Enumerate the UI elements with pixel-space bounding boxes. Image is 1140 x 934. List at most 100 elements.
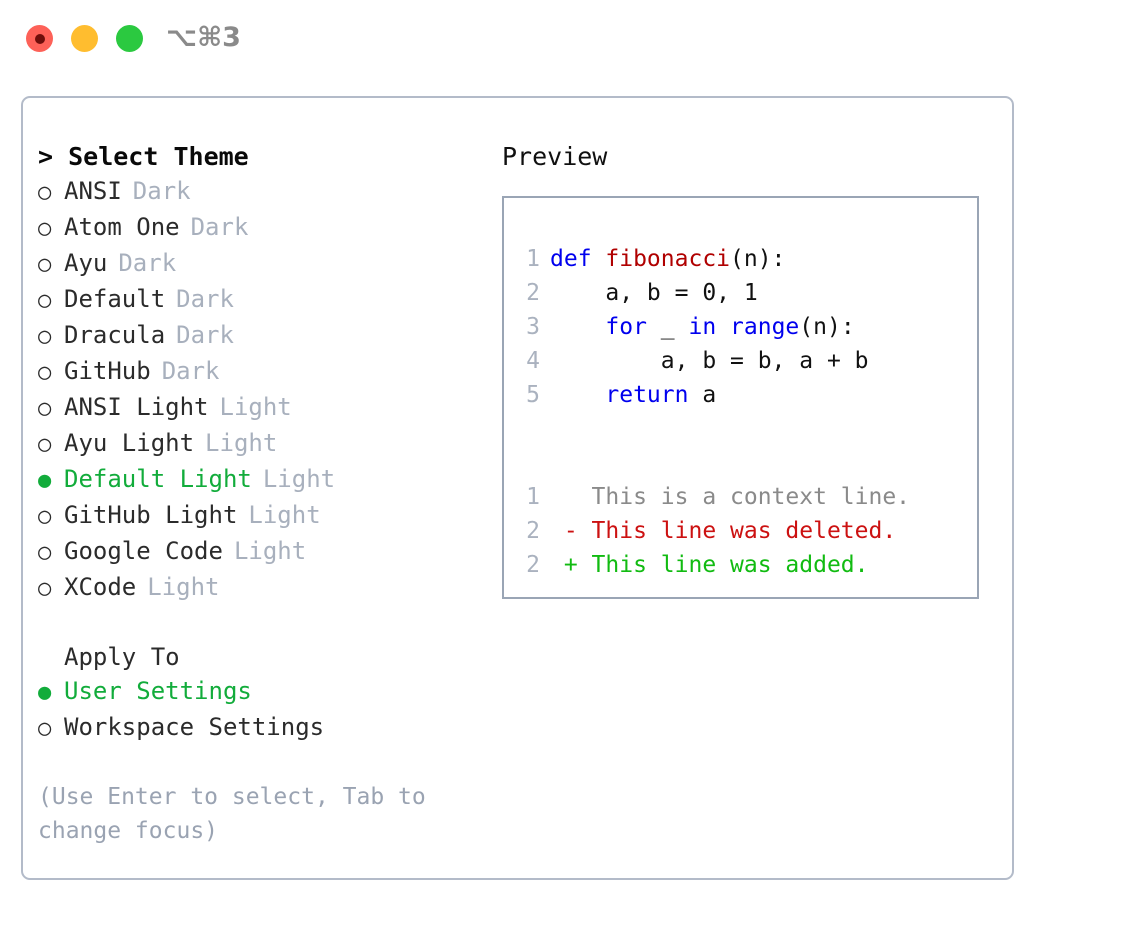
theme-variant-tag: Dark xyxy=(132,177,191,205)
apply-to-option[interactable]: ○ Workspace Settings xyxy=(38,710,488,746)
code-line-text: This is a context line. xyxy=(550,480,911,514)
theme-name-label: Default Light xyxy=(64,465,252,493)
code-line: 5 return a xyxy=(504,378,977,412)
theme-variant-tag: Light xyxy=(262,465,336,493)
line-number: 1 xyxy=(526,246,540,272)
code-token: return xyxy=(605,382,689,408)
radio-unselected-icon[interactable]: ○ xyxy=(38,252,52,277)
theme-list-item[interactable]: ○ Google Code Light xyxy=(38,534,488,570)
theme-name-label: Atom One xyxy=(64,213,180,241)
line-number: 2 xyxy=(526,518,540,544)
apply-to-option[interactable]: ● User Settings xyxy=(38,674,488,710)
diff-line: 2 - This line was deleted. xyxy=(504,514,977,548)
theme-list-item[interactable]: ○ ANSI Light Light xyxy=(38,390,488,426)
theme-variant-tag: Dark xyxy=(161,357,220,385)
code-line-text: + This line was added. xyxy=(550,548,869,582)
radio-unselected-icon[interactable]: ○ xyxy=(38,504,52,529)
code-token xyxy=(550,382,605,408)
line-number: 2 xyxy=(526,280,540,306)
apply-to-label: Workspace Settings xyxy=(64,713,325,741)
theme-list-item[interactable]: ○ GitHub Light Light xyxy=(38,498,488,534)
theme-variant-tag: Light xyxy=(233,537,307,565)
line-number: 1 xyxy=(526,484,540,510)
theme-name-label: GitHub Light xyxy=(64,501,238,529)
theme-list-item[interactable]: ○ ANSI Dark xyxy=(38,174,488,210)
theme-list-item[interactable]: ○ GitHub Dark xyxy=(38,354,488,390)
maximize-button-icon[interactable] xyxy=(116,25,143,52)
code-line: 2 a, b = 0, 1 xyxy=(504,276,977,310)
theme-list-item[interactable]: ○ XCode Light xyxy=(38,570,488,606)
code-line-text: return a xyxy=(550,378,716,412)
radio-selected-icon[interactable]: ● xyxy=(38,468,52,493)
radio-unselected-icon[interactable]: ○ xyxy=(38,288,52,313)
radio-unselected-icon[interactable]: ○ xyxy=(38,324,52,349)
line-number: 2 xyxy=(526,552,540,578)
theme-name-label: GitHub xyxy=(64,357,151,385)
diff-sample: 1 This is a context line.2 - This line w… xyxy=(504,480,977,582)
theme-name-label: XCode xyxy=(64,573,137,601)
theme-variant-tag: Dark xyxy=(176,285,234,313)
theme-variant-tag: Light xyxy=(205,429,278,457)
code-token: This is a context line. xyxy=(550,484,911,510)
code-spacer xyxy=(504,446,977,480)
theme-list-item[interactable]: ○ Default Dark xyxy=(38,282,488,318)
line-number: 5 xyxy=(526,382,540,408)
code-token: in xyxy=(688,314,717,340)
theme-variant-tag: Light xyxy=(219,393,292,421)
close-button-icon[interactable] xyxy=(26,25,53,52)
code-token: def xyxy=(550,246,606,272)
preview-heading: Preview xyxy=(502,142,608,171)
theme-variant-tag: Light xyxy=(147,573,220,601)
theme-variant-tag: Dark xyxy=(190,213,249,241)
theme-name-label: Google Code xyxy=(64,537,223,565)
apply-to-section: Apply To ●User Settings○Workspace Settin… xyxy=(38,640,488,746)
radio-unselected-icon[interactable]: ○ xyxy=(38,716,52,741)
code-token: _ xyxy=(646,314,689,340)
diff-line: 2 + This line was added. xyxy=(504,548,977,582)
theme-name-label: ANSI Light xyxy=(64,393,209,421)
radio-unselected-icon[interactable]: ○ xyxy=(38,216,52,241)
radio-unselected-icon[interactable]: ○ xyxy=(38,396,52,421)
theme-list-item[interactable]: ○ Atom One Dark xyxy=(38,210,488,246)
code-token xyxy=(716,314,730,340)
theme-variant-tag: Dark xyxy=(118,249,177,277)
apply-to-label: User Settings xyxy=(64,677,252,705)
code-token: a xyxy=(688,382,717,408)
code-token: - This line was deleted. xyxy=(550,518,897,544)
code-line-text: for _ in range(n): xyxy=(550,310,855,344)
radio-unselected-icon[interactable]: ○ xyxy=(38,576,52,601)
code-spacer xyxy=(504,412,977,446)
diff-line: 1 This is a context line. xyxy=(504,480,977,514)
radio-unselected-icon[interactable]: ○ xyxy=(38,540,52,565)
radio-unselected-icon[interactable]: ○ xyxy=(38,360,52,385)
window-controls xyxy=(26,25,143,52)
keyboard-hint-text: (Use Enter to select, Tab to change focu… xyxy=(38,784,426,844)
theme-name-label: ANSI xyxy=(64,177,122,205)
code-token xyxy=(550,314,605,340)
minimize-button-icon[interactable] xyxy=(71,25,98,52)
line-number: 4 xyxy=(526,348,540,374)
code-line-text: def fibonacci(n): xyxy=(550,242,785,276)
radio-unselected-icon[interactable]: ○ xyxy=(38,180,52,205)
code-token: (n): xyxy=(799,314,855,340)
code-token: a, b = 0, 1 xyxy=(550,280,758,306)
radio-selected-icon[interactable]: ● xyxy=(38,680,52,705)
theme-variant-tag: Light xyxy=(248,501,321,529)
theme-variant-tag: Dark xyxy=(176,321,234,349)
code-line-text: - This line was deleted. xyxy=(550,514,896,548)
code-line: 3 for _ in range(n): xyxy=(504,310,977,344)
radio-unselected-icon[interactable]: ○ xyxy=(38,432,52,457)
theme-name-label: Default xyxy=(64,285,166,313)
code-line: 1 def fibonacci(n): xyxy=(504,242,977,276)
keyboard-shortcut-label: ⌥⌘3 xyxy=(166,22,241,53)
theme-list-item[interactable]: ● Default Light Light xyxy=(38,462,488,498)
